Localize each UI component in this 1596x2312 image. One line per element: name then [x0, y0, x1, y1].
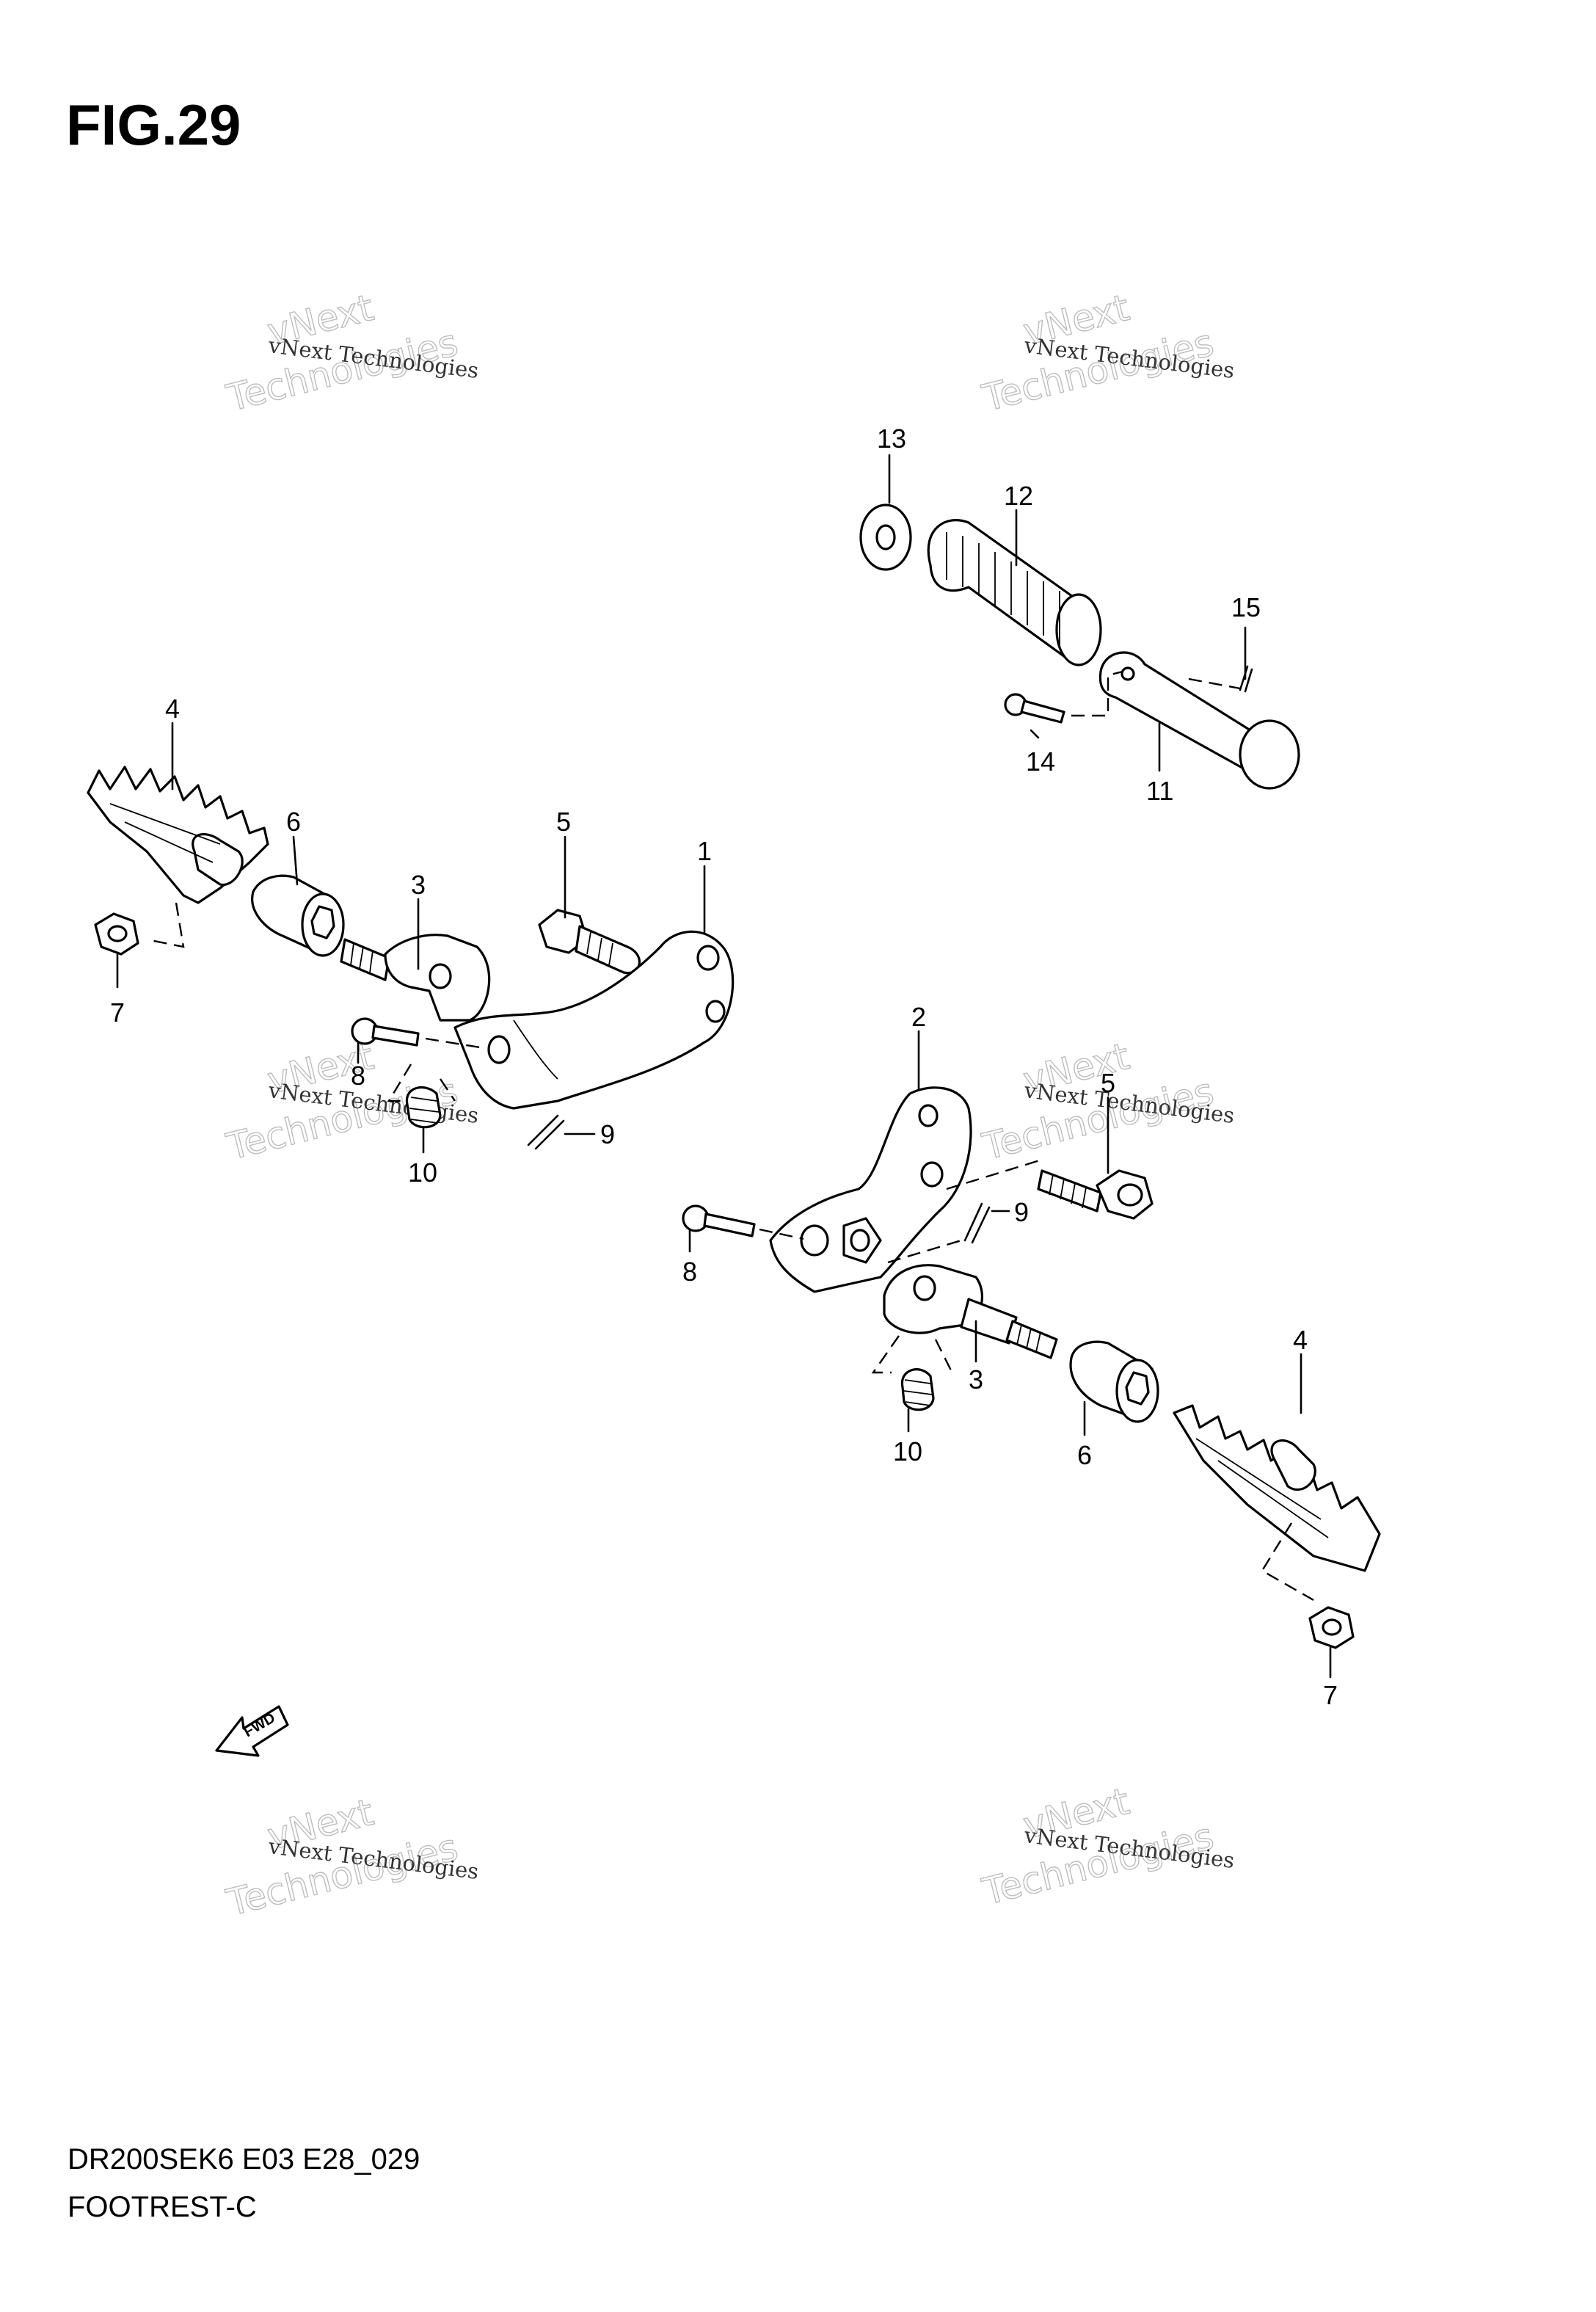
part-8-pin-right: [682, 1204, 804, 1240]
watermark-middle-right: vNext Technologies vNext Technologies: [977, 1034, 1236, 1168]
part-15-cotter-pin: [1188, 665, 1253, 693]
watermark-top-left: vNext Technologies vNext Technologies: [222, 286, 480, 420]
part-5-bolt-right: [1037, 1169, 1154, 1220]
part-4-footpeg-left: [87, 766, 269, 948]
part-14-clevis-pin: [1004, 670, 1123, 724]
callout-6-right: 6: [1077, 1440, 1092, 1470]
diagram-section-name: FOOTREST-C: [68, 2191, 257, 2223]
part-6-collar-right: [1069, 1340, 1159, 1423]
callout-numbers: 13 12 15 14 11 4 6 5 3 1 7 8 10 9 2 5 9 …: [110, 423, 1338, 1710]
part-12-rubber-cover: [927, 519, 1102, 666]
callout-7-left: 7: [110, 997, 125, 1028]
callout-10-left: 10: [408, 1157, 437, 1188]
callout-15: 15: [1231, 592, 1261, 622]
callout-2: 2: [911, 1002, 926, 1032]
callout-4-left: 4: [165, 694, 180, 724]
callout-4-right: 4: [1293, 1325, 1308, 1355]
callout-13: 13: [877, 423, 906, 454]
diagram-model-code: DR200SEK6 E03 E28_029: [68, 2143, 420, 2175]
fwd-direction-arrow-icon: FWD: [215, 1705, 289, 1757]
part-8-pin-left: [351, 1017, 485, 1050]
part-2-footrest-bracket-right: [769, 1086, 1043, 1293]
callout-leaders: [116, 454, 1332, 1679]
callout-1: 1: [697, 836, 712, 866]
watermark-top-right: vNext Technologies vNext Technologies: [977, 286, 1236, 420]
callout-8-right: 8: [682, 1257, 697, 1287]
figure-title: FIG.29: [66, 92, 241, 157]
part-10-spring-left: [405, 1086, 442, 1129]
callout-5-right: 5: [1101, 1068, 1115, 1098]
callout-9-right: 9: [1014, 1197, 1029, 1227]
watermark-middle-left: vNext Technologies vNext Technologies: [222, 1034, 480, 1168]
callout-9-left: 9: [600, 1119, 615, 1149]
part-1-footrest-bracket-left: [453, 930, 735, 1110]
part-13-washer: [859, 504, 912, 571]
watermark-bottom-left: vNext Technologies vNext Technologies: [222, 1790, 480, 1924]
callout-8-left: 8: [351, 1061, 365, 1091]
part-11-footpeg-shaft: [1098, 651, 1300, 790]
callout-10-right: 10: [893, 1436, 922, 1466]
part-7-nut-right: [1308, 1606, 1355, 1649]
part-9-cotter-pin-right: [887, 1202, 991, 1264]
callout-7-right: 7: [1323, 1680, 1338, 1710]
callout-6-left: 6: [286, 807, 301, 837]
watermark-bottom-right: vNext Technologies vNext Technologies: [977, 1779, 1236, 1913]
callout-5-left: 5: [556, 807, 571, 837]
part-9-cotter-pin-left: [527, 1114, 565, 1150]
callout-12: 12: [1004, 481, 1033, 511]
part-7-nut-left: [94, 912, 139, 956]
callout-11: 11: [1146, 776, 1173, 806]
part-3-footpeg-bracket-left: [340, 934, 491, 1102]
part-3-footpeg-bracket-right: [871, 1264, 1058, 1377]
part-6-collar-left: [251, 874, 345, 957]
callout-3-left: 3: [411, 870, 426, 900]
callout-3-right: 3: [969, 1364, 983, 1395]
part-10-spring-right: [900, 1368, 935, 1411]
callout-14: 14: [1026, 746, 1055, 777]
part-5-bolt-left: [538, 909, 641, 975]
part-4-footpeg-right: [1173, 1404, 1381, 1602]
